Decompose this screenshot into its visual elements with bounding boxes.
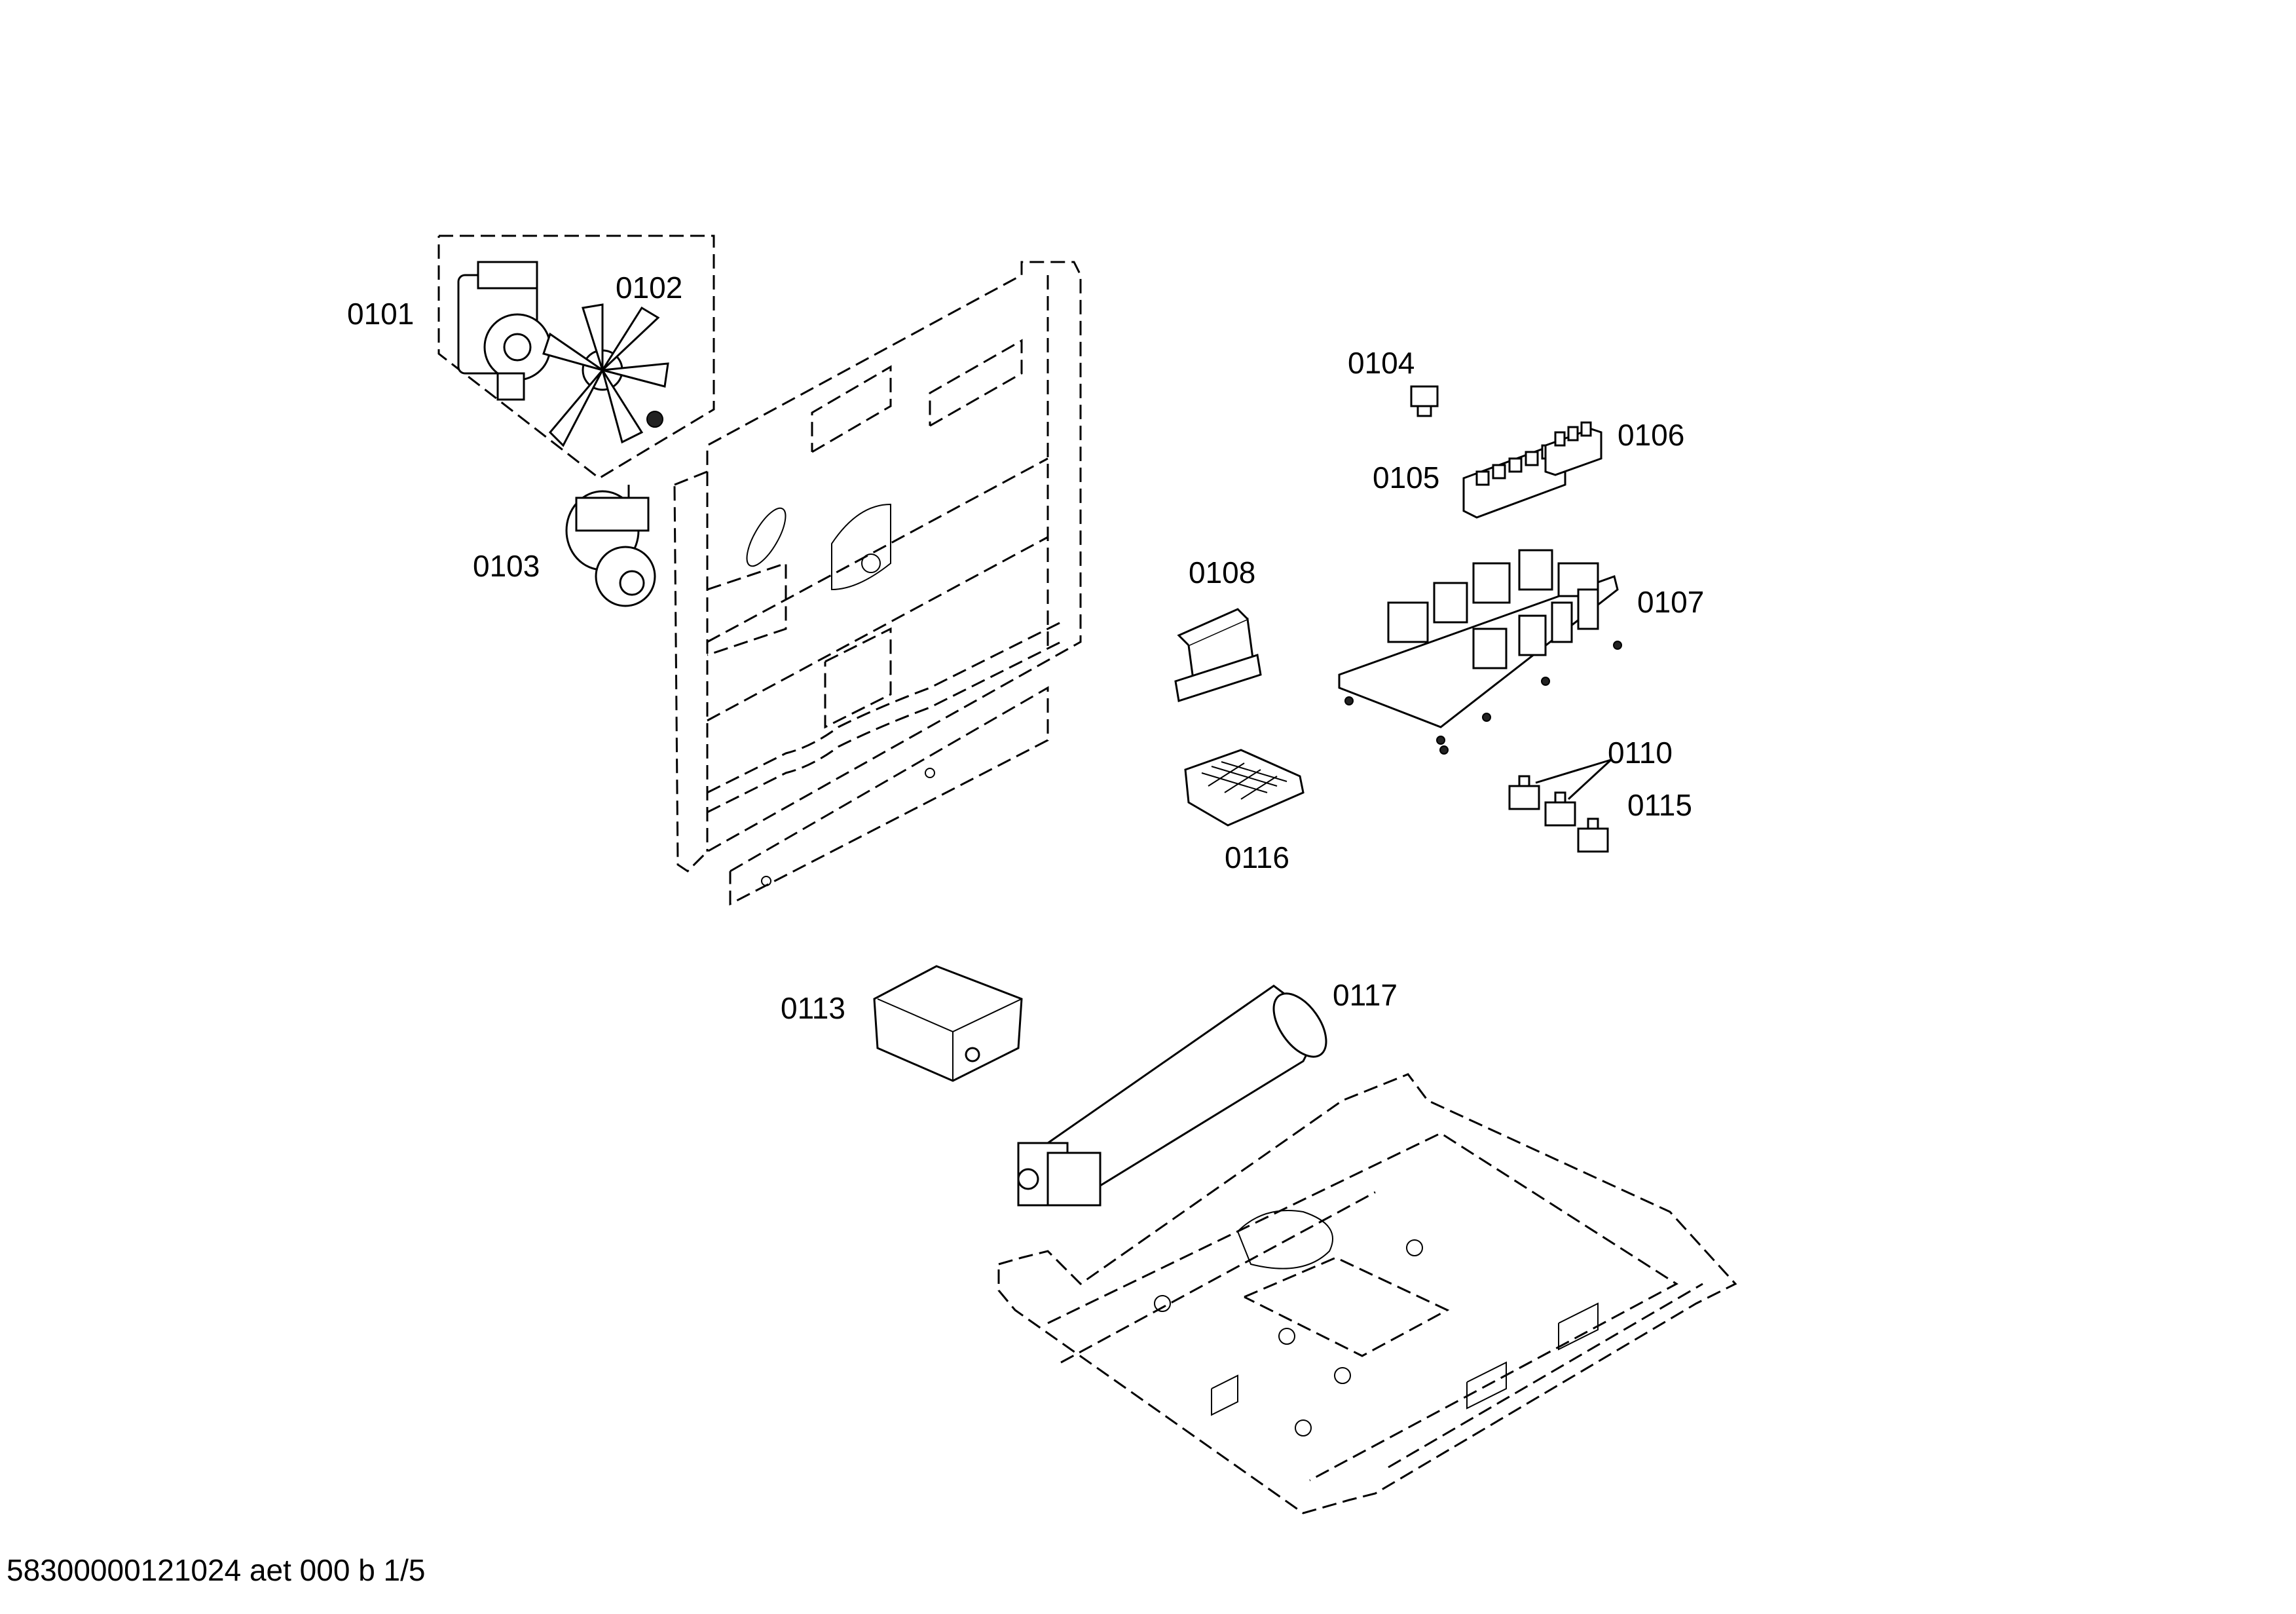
label-0113: 0113 xyxy=(781,991,845,1025)
heat-sink-part[interactable] xyxy=(1184,749,1305,827)
fan-assembly-dashed-group xyxy=(437,235,715,479)
micro-switch-3[interactable] xyxy=(1577,817,1609,853)
label-0105: 0105 xyxy=(1373,460,1439,495)
rear-wall-panel xyxy=(673,261,1082,873)
document-code: 58300000121024 aet 000 b 1/5 xyxy=(7,1553,426,1587)
connector-strip-part[interactable] xyxy=(1462,444,1566,519)
label-0108: 0108 xyxy=(1189,555,1255,590)
transformer-part[interactable] xyxy=(1174,608,1262,702)
label-0101: 0101 xyxy=(347,297,414,331)
fan-motor-part[interactable] xyxy=(457,261,577,401)
label-0103: 0103 xyxy=(473,549,540,583)
base-plate xyxy=(997,1073,1737,1514)
switch-part[interactable] xyxy=(1410,385,1439,417)
leader-0110-b xyxy=(1567,759,1612,800)
label-0117: 0117 xyxy=(1333,978,1398,1012)
label-0107: 0107 xyxy=(1637,585,1704,619)
fan-wheel-part[interactable] xyxy=(542,303,669,447)
leader-0110-a xyxy=(1535,759,1612,784)
connector-part[interactable] xyxy=(1544,421,1602,476)
micro-switch-1[interactable] xyxy=(1508,775,1540,810)
lower-panel-strip xyxy=(729,686,1049,906)
label-0106: 0106 xyxy=(1618,418,1684,452)
micro-switch-2[interactable] xyxy=(1544,791,1576,827)
module-part[interactable] xyxy=(873,965,1023,1082)
label-0104: 0104 xyxy=(1348,346,1415,380)
motor-part[interactable] xyxy=(565,485,656,607)
label-0115: 0115 xyxy=(1627,788,1692,822)
control-board-part[interactable] xyxy=(1338,549,1622,755)
label-0116: 0116 xyxy=(1225,840,1289,874)
label-0102: 0102 xyxy=(616,271,682,305)
tube-heater-part[interactable] xyxy=(1017,985,1337,1207)
label-0110: 0110 xyxy=(1608,736,1673,770)
